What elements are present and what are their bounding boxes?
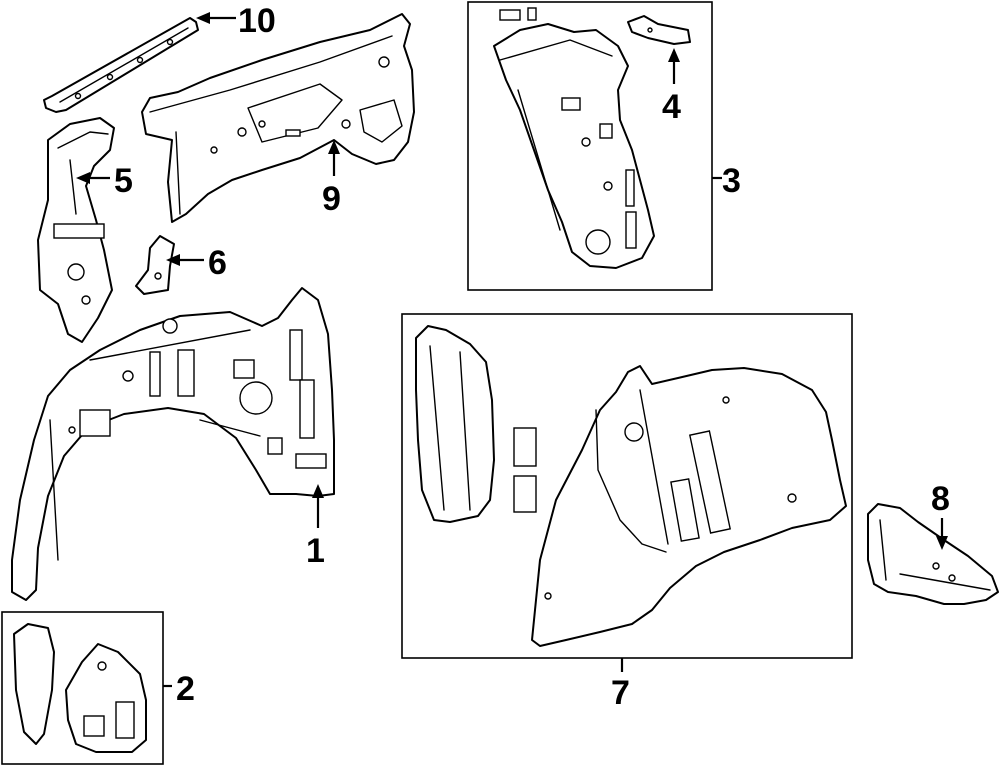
part-10-rail bbox=[43, 17, 199, 113]
part-8-bracket bbox=[867, 503, 999, 605]
part-4-bracket bbox=[627, 15, 691, 45]
callout-10: 10 bbox=[238, 2, 276, 40]
inset-box-2 bbox=[1, 611, 164, 765]
part-2-inner-panel bbox=[13, 623, 147, 753]
inset-box-7 bbox=[401, 313, 853, 659]
callout-6: 6 bbox=[208, 244, 227, 282]
leader-8 bbox=[936, 518, 948, 550]
inset-box-3 bbox=[467, 1, 713, 291]
part-6-bracket bbox=[135, 235, 175, 295]
part-5-pillar bbox=[37, 117, 115, 343]
leader-5 bbox=[76, 172, 110, 184]
callout-5: 5 bbox=[114, 162, 133, 200]
callout-4: 4 bbox=[662, 88, 681, 126]
part-3-pillar-assembly bbox=[493, 7, 655, 269]
callout-2: 2 bbox=[176, 670, 195, 708]
part-1-wheelhouse-panel bbox=[11, 287, 335, 601]
leader-10 bbox=[196, 12, 236, 24]
part-9-upper-panel bbox=[141, 13, 415, 223]
leader-6 bbox=[166, 254, 204, 266]
leader-1 bbox=[312, 484, 324, 528]
leader-4 bbox=[668, 48, 680, 84]
callout-3: 3 bbox=[722, 162, 741, 200]
callout-9: 9 bbox=[322, 180, 341, 218]
callout-1: 1 bbox=[306, 532, 325, 570]
callout-7: 7 bbox=[611, 674, 630, 712]
leader-9 bbox=[328, 140, 340, 176]
callout-8: 8 bbox=[931, 480, 950, 518]
part-7-liner-assembly bbox=[415, 325, 847, 647]
